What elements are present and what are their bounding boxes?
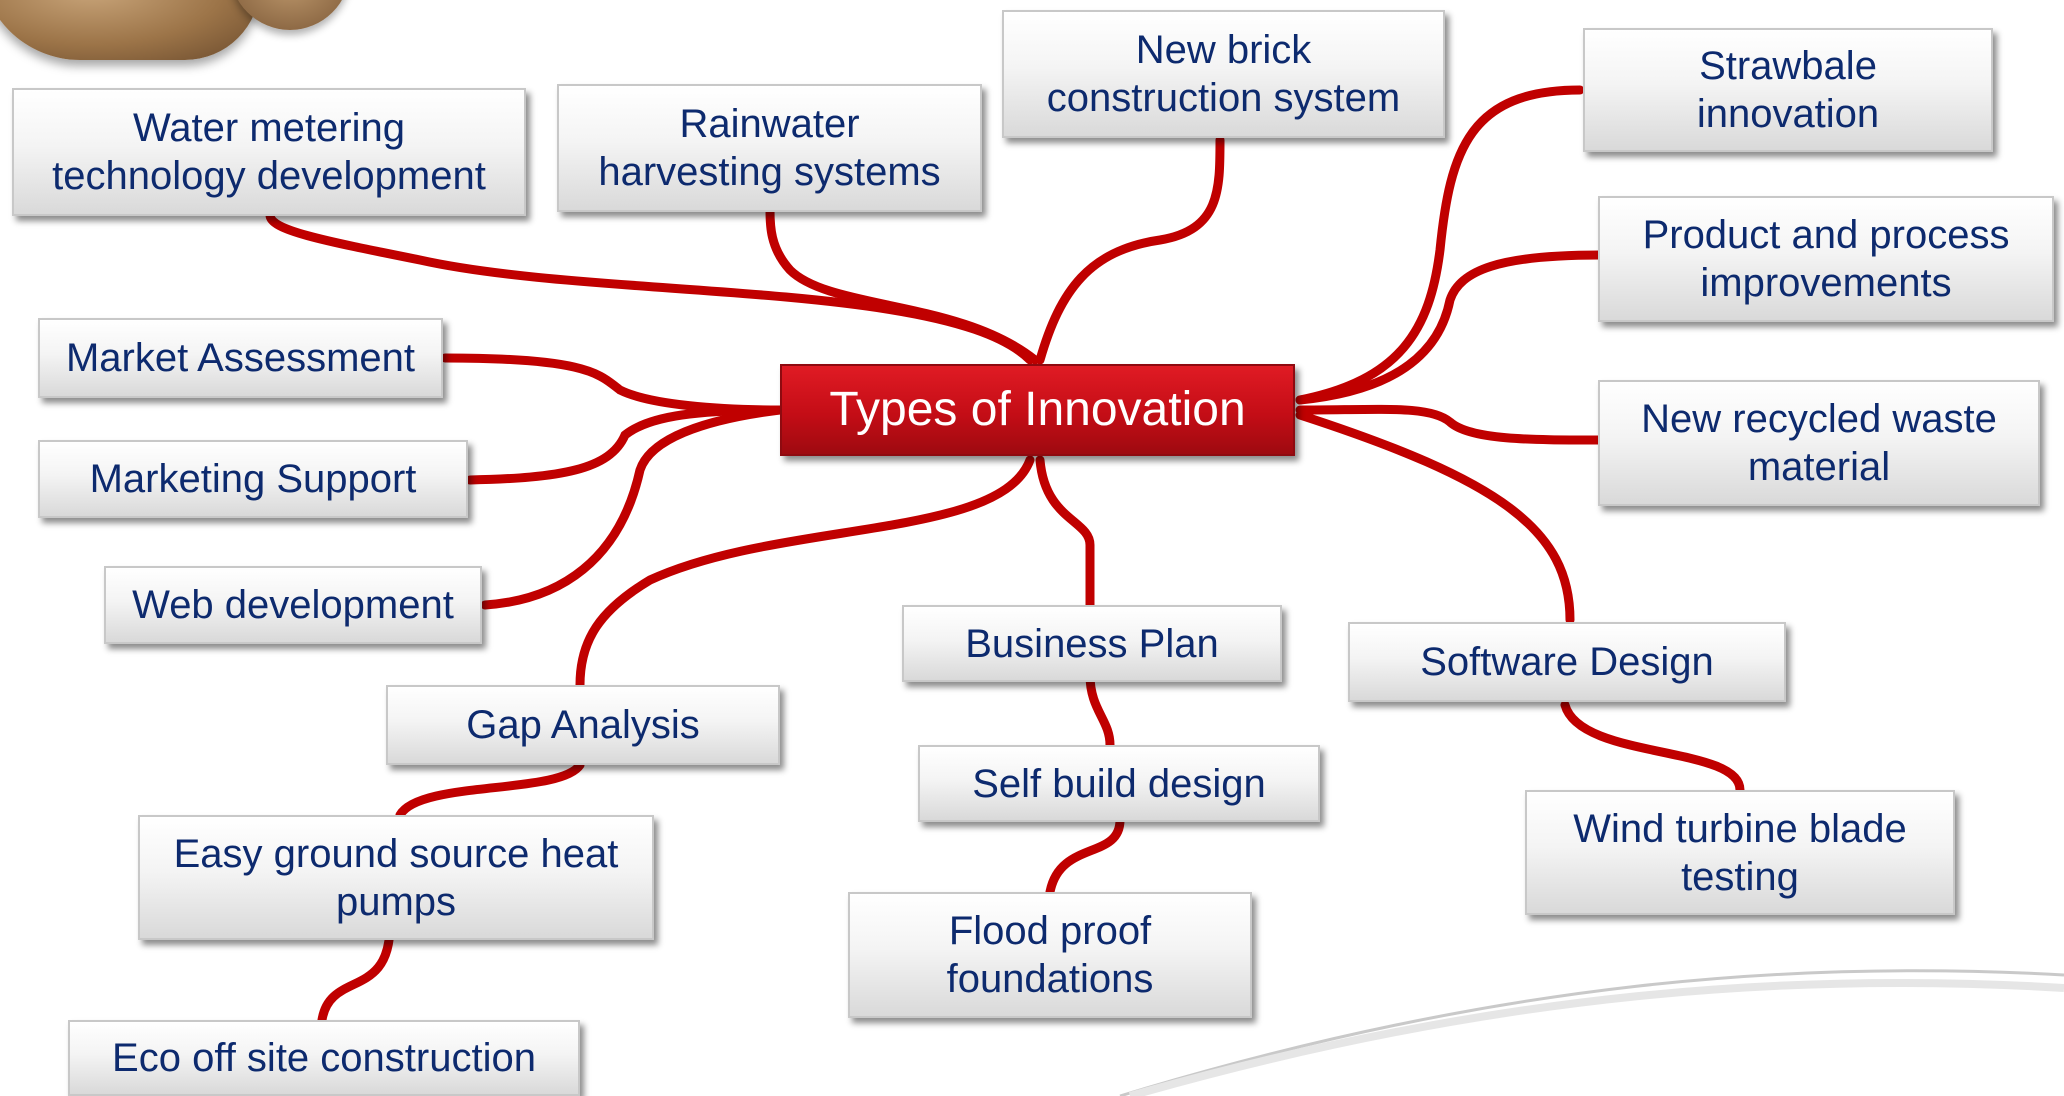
- node-self-build[interactable]: Self build design: [918, 745, 1320, 822]
- node-strawbale[interactable]: Strawbale innovation: [1583, 28, 1993, 152]
- node-product-process[interactable]: Product and process improvements: [1598, 196, 2054, 322]
- link-strawbale: [1295, 85, 1585, 405]
- link-rainwater: [765, 205, 1040, 365]
- node-business-plan[interactable]: Business Plan: [902, 605, 1282, 682]
- node-gap-analysis[interactable]: Gap Analysis: [386, 685, 780, 765]
- link-software-design: [1295, 410, 1575, 625]
- central-topic-types-of-innovation[interactable]: Types of Innovation: [780, 364, 1295, 456]
- link-business-plan: [1035, 455, 1095, 610]
- node-flood-proof[interactable]: Flood proof foundations: [848, 892, 1252, 1018]
- link-marketing-support: [465, 405, 785, 485]
- node-wind-turbine[interactable]: Wind turbine blade testing: [1525, 790, 1955, 915]
- link-self-build: [1085, 670, 1115, 750]
- node-marketing-support[interactable]: Marketing Support: [38, 440, 468, 518]
- node-water-metering[interactable]: Water metering technology development: [12, 88, 526, 216]
- link-new-brick: [1035, 135, 1225, 365]
- node-new-brick[interactable]: New brick construction system: [1002, 10, 1445, 138]
- rock-texture-decoration: [0, 0, 260, 60]
- node-eco-off-site[interactable]: Eco off site construction: [68, 1020, 580, 1096]
- link-ground-source: [395, 760, 585, 820]
- link-product-process: [1295, 250, 1605, 405]
- link-gap-analysis: [575, 455, 1035, 690]
- node-web-development[interactable]: Web development: [104, 566, 482, 644]
- node-ground-source[interactable]: Easy ground source heat pumps: [138, 815, 654, 940]
- link-wind-turbine: [1560, 700, 1745, 795]
- link-web-development: [480, 405, 785, 610]
- node-market-assessment[interactable]: Market Assessment: [38, 318, 443, 398]
- link-market-assessment: [440, 353, 785, 415]
- link-eco-off-site: [317, 920, 395, 1025]
- link-recycled-waste: [1295, 404, 1605, 445]
- node-rainwater[interactable]: Rainwater harvesting systems: [557, 84, 982, 212]
- node-recycled-waste[interactable]: New recycled waste material: [1598, 380, 2040, 506]
- link-flood-proof: [1045, 815, 1125, 897]
- node-software-design[interactable]: Software Design: [1348, 622, 1786, 702]
